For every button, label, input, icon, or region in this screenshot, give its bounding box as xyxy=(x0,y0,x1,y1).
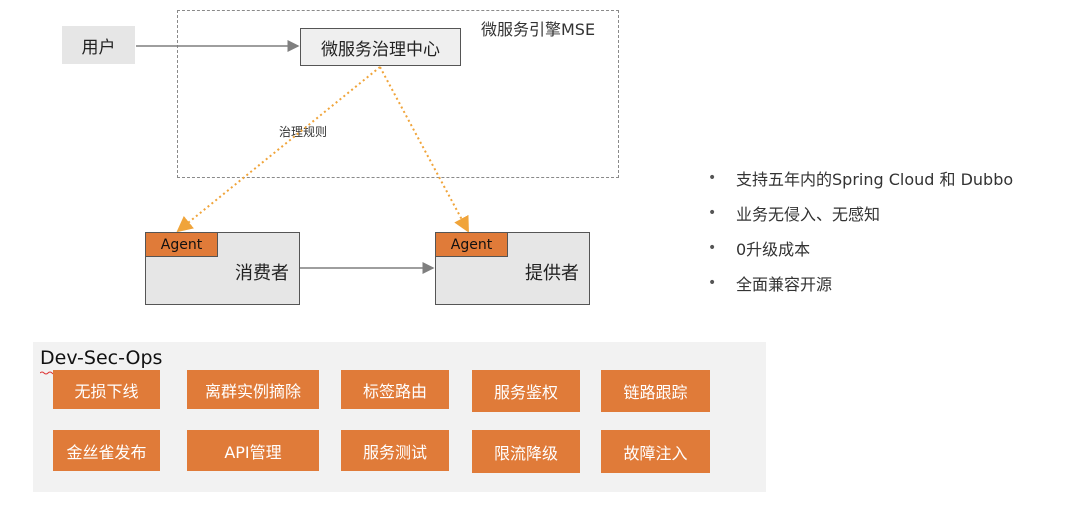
capability-tag: 故障注入 xyxy=(601,430,710,473)
consumer-node: Agent 消费者 xyxy=(145,232,300,305)
capability-tag: 无损下线 xyxy=(53,370,160,409)
bullet-icon: • xyxy=(708,169,717,186)
user-label: 用户 xyxy=(81,37,116,58)
center-to-provider-rule xyxy=(379,66,469,233)
capability-tag: 限流降级 xyxy=(472,430,580,473)
feature-text: 全面兼容开源 xyxy=(736,274,833,294)
capability-tag: 金丝雀发布 xyxy=(53,430,160,471)
feature-item: • 全面兼容开源 xyxy=(708,265,1013,300)
rule-label: 治理规则 xyxy=(279,125,328,139)
capability-tag: 链路跟踪 xyxy=(601,370,710,412)
mse-region xyxy=(177,10,619,178)
center-to-consumer-rule xyxy=(176,66,381,233)
governance-center-label: 微服务治理中心 xyxy=(321,39,440,60)
bullet-icon: • xyxy=(708,274,717,291)
capability-tag: 离群实例摘除 xyxy=(187,370,319,409)
consumer-label: 消费者 xyxy=(235,263,289,284)
feature-text: 支持五年内的Spring Cloud 和 Dubbo xyxy=(736,169,1014,189)
feature-text: 0升级成本 xyxy=(736,239,811,259)
capability-tag: API管理 xyxy=(187,430,319,471)
feature-item: • 业务无侵入、无感知 xyxy=(708,195,1013,230)
provider-label: 提供者 xyxy=(525,263,579,284)
capability-tag: 服务鉴权 xyxy=(472,370,580,412)
governance-center-node: 微服务治理中心 xyxy=(300,28,461,66)
bullet-icon: • xyxy=(708,204,717,221)
capability-tag: 标签路由 xyxy=(341,370,449,409)
feature-item: • 0升级成本 xyxy=(708,230,1013,265)
provider-agent-tag: Agent xyxy=(436,233,508,257)
consumer-agent-tag: Agent xyxy=(146,233,218,257)
devsecops-title: Dev-Sec-Ops xyxy=(40,347,163,369)
bullet-icon: • xyxy=(708,239,717,256)
provider-node: Agent 提供者 xyxy=(435,232,590,305)
feature-item: • 支持五年内的Spring Cloud 和 Dubbo xyxy=(708,160,1013,195)
capability-tag: 服务测试 xyxy=(341,430,449,471)
region-title: 微服务引擎MSE xyxy=(481,20,596,39)
user-node: 用户 xyxy=(62,26,135,64)
feature-list: • 支持五年内的Spring Cloud 和 Dubbo • 业务无侵入、无感知… xyxy=(708,160,1013,300)
feature-text: 业务无侵入、无感知 xyxy=(736,204,881,224)
